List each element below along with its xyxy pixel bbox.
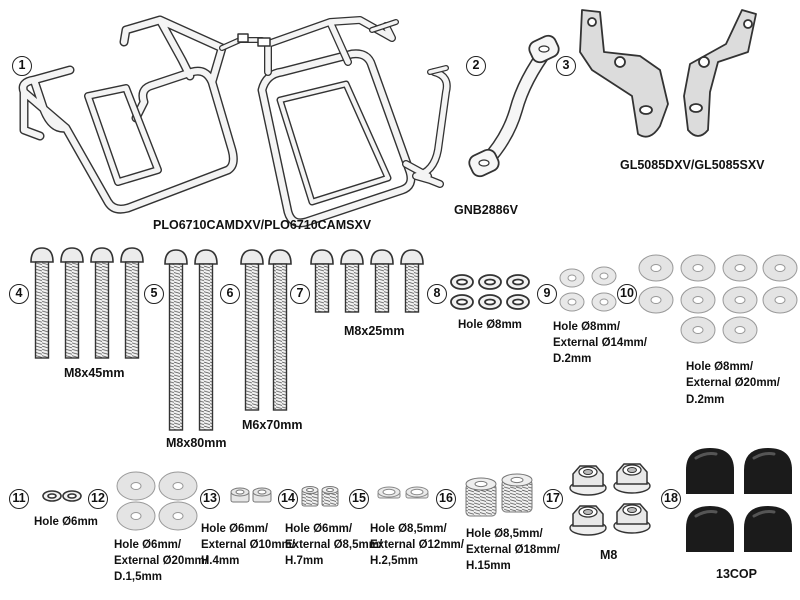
- cap: [686, 506, 734, 552]
- item-number-2: 2: [466, 56, 486, 76]
- bolt: [240, 249, 264, 411]
- bracket-gnb-drawing: [468, 34, 560, 178]
- bolt: [400, 249, 424, 313]
- spacers-14-drawing: [301, 486, 339, 507]
- item-number-16: 16: [436, 489, 456, 509]
- item-number-3: 3: [556, 56, 576, 76]
- caption-18: 13COP: [716, 567, 757, 581]
- caption-10-line1: Hole Ø8mm/: [686, 361, 754, 373]
- nut: [569, 465, 607, 496]
- caption-12-line3: D.1,5mm: [114, 571, 162, 583]
- item-number-6: 6: [220, 284, 240, 304]
- bolt: [310, 249, 334, 313]
- item-number-8: 8: [427, 284, 447, 304]
- item-number-1: 1: [12, 56, 32, 76]
- caption-16-line1: Hole Ø8,5mm/: [466, 528, 543, 540]
- caption-5: M8x80mm: [166, 436, 227, 450]
- bolt: [90, 247, 114, 359]
- washer-hole: [734, 326, 746, 334]
- bolt: [120, 247, 144, 359]
- bolt: [370, 249, 394, 313]
- caption-16-line2: External Ø18mm/: [466, 544, 560, 556]
- flat-washers-12-drawing: [116, 471, 198, 531]
- caption-14-line1: Hole Ø6mm/: [285, 523, 353, 535]
- caption-10-line3: D.2mm: [686, 394, 725, 406]
- washer-hole: [692, 296, 704, 304]
- caption-4: M8x45mm: [64, 366, 125, 380]
- caption-15-line3: H.2,5mm: [370, 555, 418, 567]
- caption-12-line1: Hole Ø6mm/: [114, 539, 182, 551]
- item-number-18: 18: [661, 489, 681, 509]
- caption-15-line1: Hole Ø8,5mm/: [370, 523, 447, 535]
- caption-8: Hole Ø8mm: [458, 319, 522, 331]
- bolt: [30, 247, 54, 359]
- caption-13-line1: Hole Ø6mm/: [201, 523, 269, 535]
- item-number-14: 14: [278, 489, 298, 509]
- cap: [744, 448, 792, 494]
- washer-hole: [692, 326, 704, 334]
- caption-2: GNB2886V: [454, 203, 518, 217]
- rings-15-drawing: [377, 486, 429, 499]
- item-number-12: 12: [88, 489, 108, 509]
- caps-drawing: [686, 448, 792, 552]
- nuts-drawing: [569, 463, 651, 536]
- item-number-7: 7: [290, 284, 310, 304]
- washer-hole: [774, 296, 786, 304]
- bolt: [268, 249, 292, 411]
- item-number-15: 15: [349, 489, 369, 509]
- lock-washers-11-drawing: [42, 490, 82, 502]
- bolt: [164, 249, 188, 431]
- caption-10-line2: External Ø20mm/: [686, 377, 780, 389]
- flat-washers-9-drawing: [559, 266, 617, 312]
- washer-hole: [734, 296, 746, 304]
- caption-12-line2: External Ø20mm/: [114, 555, 208, 567]
- caption-9-line1: Hole Ø8mm/: [553, 321, 621, 333]
- flat-washers-10-drawing: [638, 254, 798, 344]
- item-number-17: 17: [543, 489, 563, 509]
- item-number-10: 10: [617, 284, 637, 304]
- caption-15-line2: External Ø12mm/: [370, 539, 464, 551]
- caption-1: PLO6710CAMDXV/PLO6710CAMSXV: [153, 218, 372, 232]
- lock-washers-8-drawing: [450, 274, 530, 310]
- washer-hole: [734, 264, 746, 272]
- washer-hole: [650, 296, 662, 304]
- item-number-5: 5: [144, 284, 164, 304]
- nut: [613, 463, 651, 494]
- caption-17: M8: [600, 548, 618, 562]
- bolt: [340, 249, 364, 313]
- bolt: [60, 247, 84, 359]
- bolts-drawing: [30, 247, 424, 431]
- caption-13-line3: H.4mm: [201, 555, 240, 567]
- spacers-13-drawing: [230, 487, 272, 503]
- caption-14-line3: H.7mm: [285, 555, 324, 567]
- caption-3: GL5085DXV/GL5085SXV: [620, 158, 765, 172]
- item-number-9: 9: [537, 284, 557, 304]
- caption-11: Hole Ø6mm: [34, 516, 98, 528]
- washer-hole: [774, 264, 786, 272]
- cap: [744, 506, 792, 552]
- caption-9-line2: External Ø14mm/: [553, 337, 647, 349]
- caption-13-line2: External Ø10mm/: [201, 539, 295, 551]
- item-number-13: 13: [200, 489, 220, 509]
- cap: [686, 448, 734, 494]
- caption-7: M8x25mm: [344, 324, 405, 338]
- caption-6: M6x70mm: [242, 418, 303, 432]
- nut: [613, 503, 651, 534]
- washer-hole: [650, 264, 662, 272]
- nut: [569, 505, 607, 536]
- plate-gl-drawing: [579, 9, 757, 138]
- side-frame-right-drawing: [257, 16, 451, 228]
- item-number-11: 11: [9, 489, 29, 509]
- caption-16-line3: H.15mm: [466, 560, 511, 572]
- washer-hole: [692, 264, 704, 272]
- caption-9-line3: D.2mm: [553, 353, 592, 365]
- side-frame-left-drawing: [18, 15, 265, 214]
- spacers-16-drawing: [465, 473, 533, 517]
- bolt: [194, 249, 218, 431]
- item-number-4: 4: [9, 284, 29, 304]
- caption-14-line2: External Ø8,5mm/: [285, 539, 383, 551]
